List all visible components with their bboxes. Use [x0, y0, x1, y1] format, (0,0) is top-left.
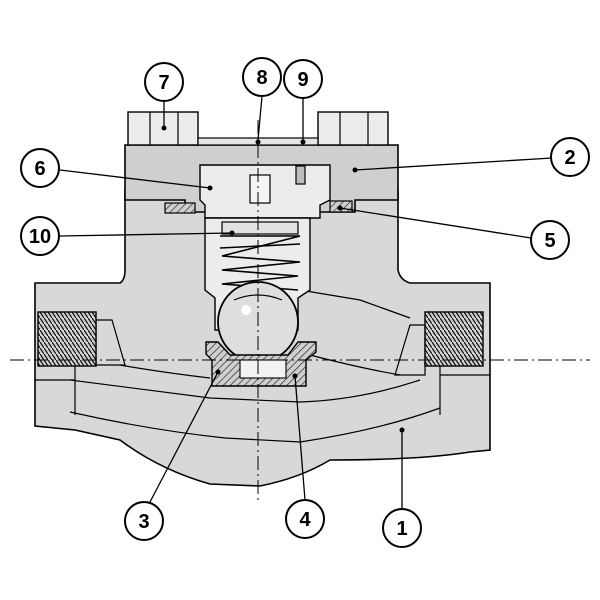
- callout-6: 6: [20, 148, 60, 188]
- callout-8: 8: [242, 57, 282, 97]
- callout-7: 7: [144, 62, 184, 102]
- right-thread: [424, 311, 484, 367]
- gasket-left: [164, 202, 196, 214]
- callout-1: 1: [382, 508, 422, 548]
- callout-label-7: 7: [158, 72, 169, 94]
- centerlines: [10, 120, 590, 500]
- callout-4: 4: [285, 499, 325, 539]
- callout-10: 10: [20, 216, 60, 256]
- callout-5: 5: [530, 220, 570, 260]
- leaders: [59, 95, 553, 508]
- callout-label-8: 8: [256, 67, 267, 89]
- left-thread: [37, 311, 97, 367]
- cap: [199, 164, 331, 219]
- callout-label-3: 3: [138, 511, 149, 533]
- callout-label-4: 4: [299, 509, 311, 531]
- callout-label-10: 10: [29, 226, 51, 248]
- callout-label-1: 1: [396, 518, 407, 540]
- callout-label-2: 2: [564, 147, 575, 169]
- callout-3: 3: [124, 501, 164, 541]
- callout-label-9: 9: [297, 69, 308, 91]
- callout-2: 2: [550, 137, 590, 177]
- callout-9: 9: [283, 59, 323, 99]
- callout-label-5: 5: [544, 230, 555, 252]
- callout-label-6: 6: [34, 158, 45, 180]
